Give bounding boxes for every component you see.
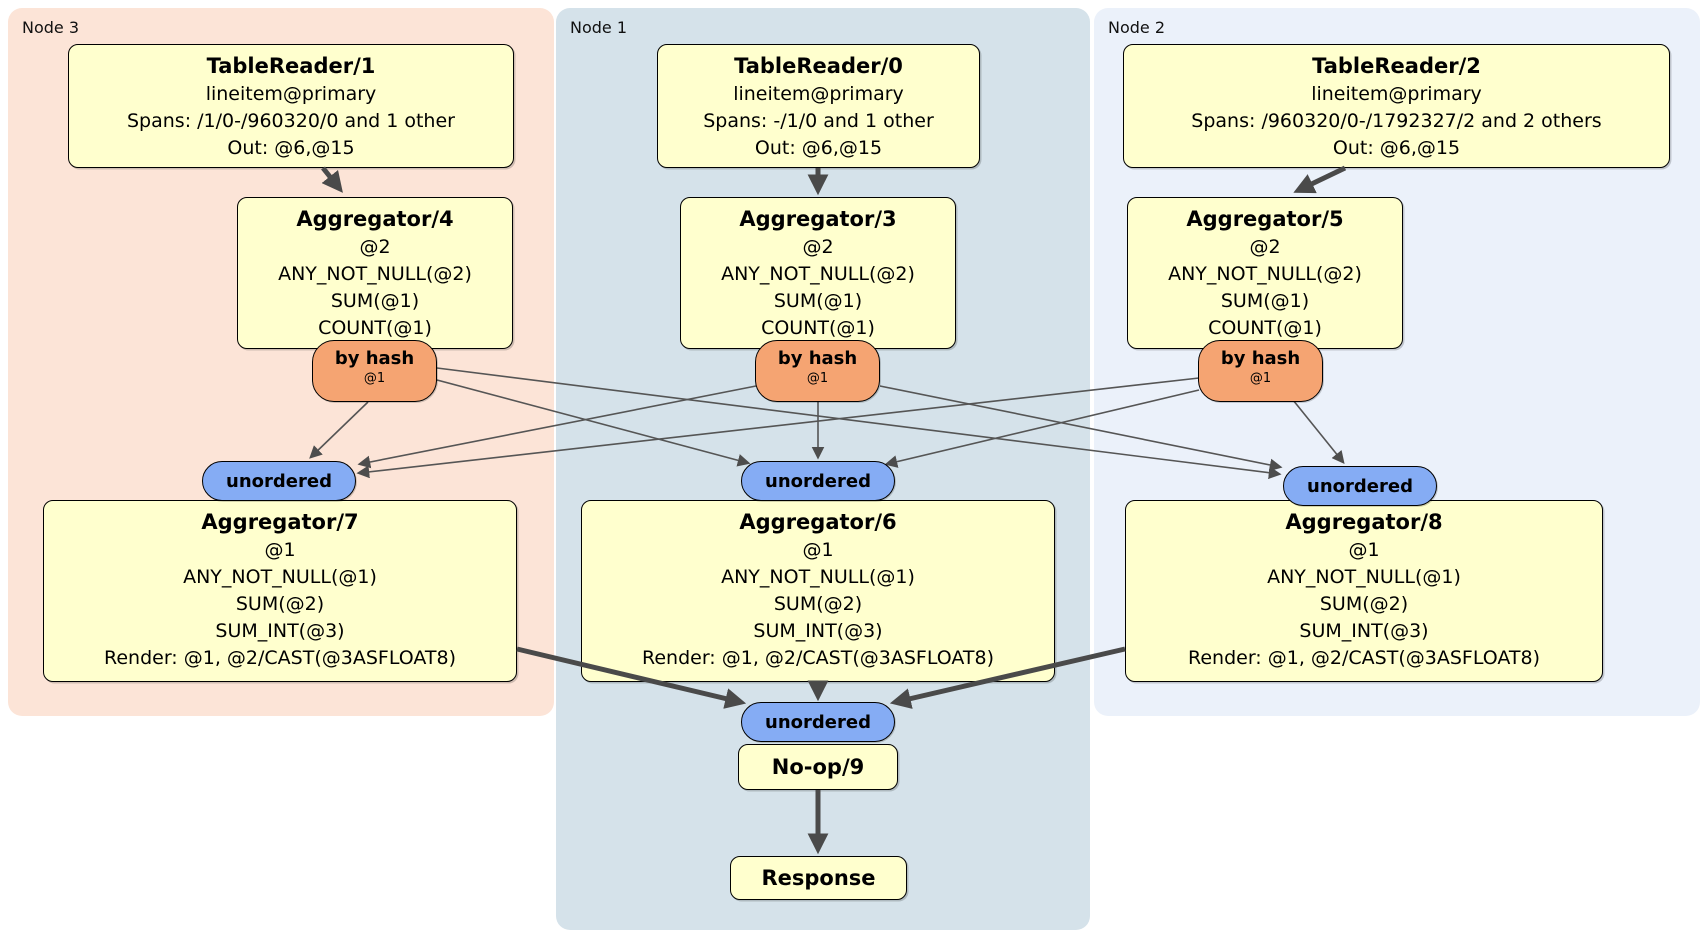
agg-group-cols: @1 — [264, 539, 296, 561]
processor-title: Aggregator/7 — [201, 510, 359, 534]
agg-fn: SUM_INT(@3) — [215, 620, 345, 642]
agg-fn: SUM(@2) — [1319, 593, 1409, 615]
processor-title: Response — [761, 866, 876, 890]
sync-unordered-node2: unordered — [1283, 466, 1437, 506]
processor-index: lineitem@primary — [1311, 83, 1482, 105]
processor-response: Response — [730, 856, 907, 900]
agg-fn: ANY_NOT_NULL(@1) — [1267, 566, 1461, 588]
router-hash-columns: @1 — [806, 371, 829, 386]
agg-fn: ANY_NOT_NULL(@2) — [721, 263, 915, 285]
agg-render: Render: @1, @2/CAST(@3ASFLOAT8) — [1188, 647, 1540, 669]
processor-title: No-op/9 — [771, 755, 865, 779]
processor-title: Aggregator/5 — [1186, 207, 1344, 231]
processor-title: TableReader/1 — [206, 54, 376, 78]
agg-group-cols: @1 — [802, 539, 834, 561]
sync-unordered-node3: unordered — [202, 461, 356, 501]
processor-title: Aggregator/3 — [739, 207, 897, 231]
sync-unordered-final: unordered — [741, 702, 895, 742]
processor-out: Out: @6,@15 — [754, 137, 883, 159]
agg-fn: SUM(@1) — [330, 290, 420, 312]
agg-group-cols: @2 — [802, 236, 834, 258]
processor-tablereader-0: TableReader/0 lineitem@primary Spans: -/… — [657, 44, 980, 168]
region-node-2-label: Node 2 — [1108, 18, 1166, 37]
processor-index: lineitem@primary — [205, 83, 377, 105]
processor-out: Out: @6,@15 — [227, 137, 355, 159]
processor-spans: Spans: /960320/0-/1792327/2 and 2 others — [1191, 110, 1602, 132]
processor-title: Aggregator/6 — [739, 510, 897, 534]
agg-fn: ANY_NOT_NULL(@1) — [183, 566, 377, 588]
processor-title: Aggregator/8 — [1285, 510, 1443, 534]
processor-title: TableReader/2 — [1312, 54, 1481, 78]
router-by-hash-node3: by hash @1 — [312, 340, 437, 402]
router-by-hash-node1: by hash @1 — [755, 340, 880, 402]
router-label: by hash — [777, 348, 858, 369]
agg-group-cols: @2 — [359, 236, 391, 258]
agg-render: Render: @1, @2/CAST(@3ASFLOAT8) — [642, 647, 994, 669]
processor-index: lineitem@primary — [733, 83, 904, 105]
processor-out: Out: @6,@15 — [1332, 137, 1461, 159]
agg-fn: ANY_NOT_NULL(@2) — [1168, 263, 1362, 285]
agg-fn: SUM(@2) — [235, 593, 325, 615]
router-label: by hash — [334, 348, 415, 369]
processor-spans: Spans: -/1/0 and 1 other — [703, 110, 934, 132]
agg-fn: SUM(@1) — [773, 290, 863, 312]
agg-fn: SUM(@2) — [773, 593, 863, 615]
sync-label: unordered — [765, 711, 871, 733]
router-by-hash-node2: by hash @1 — [1198, 340, 1323, 402]
processor-aggregator-7: Aggregator/7 @1 ANY_NOT_NULL(@1) SUM(@2)… — [43, 500, 517, 682]
region-node-3-label: Node 3 — [22, 18, 80, 37]
agg-fn: COUNT(@1) — [318, 317, 432, 339]
agg-fn: SUM_INT(@3) — [1299, 620, 1429, 642]
processor-title: Aggregator/4 — [296, 207, 454, 231]
processor-title: TableReader/0 — [734, 54, 903, 78]
processor-spans: Spans: /1/0-/960320/0 and 1 other — [127, 110, 455, 132]
sync-label: unordered — [1307, 475, 1413, 497]
router-label: by hash — [1220, 348, 1301, 369]
processor-aggregator-3: Aggregator/3 @2 ANY_NOT_NULL(@2) SUM(@1)… — [680, 197, 956, 349]
sync-label: unordered — [765, 470, 871, 492]
processor-tablereader-1: TableReader/1 lineitem@primary Spans: /1… — [68, 44, 514, 168]
processor-aggregator-8: Aggregator/8 @1 ANY_NOT_NULL(@1) SUM(@2)… — [1125, 500, 1603, 682]
agg-fn: ANY_NOT_NULL(@1) — [721, 566, 915, 588]
processor-aggregator-5: Aggregator/5 @2 ANY_NOT_NULL(@2) SUM(@1)… — [1127, 197, 1403, 349]
processor-aggregator-6: Aggregator/6 @1 ANY_NOT_NULL(@1) SUM(@2)… — [581, 500, 1055, 682]
router-hash-columns: @1 — [363, 371, 386, 386]
agg-fn: COUNT(@1) — [1208, 317, 1322, 339]
agg-group-cols: @1 — [1348, 539, 1380, 561]
processor-noop-9: No-op/9 — [738, 744, 898, 790]
agg-fn: SUM_INT(@3) — [753, 620, 883, 642]
processor-tablereader-2: TableReader/2 lineitem@primary Spans: /9… — [1123, 44, 1670, 168]
router-hash-columns: @1 — [1249, 371, 1272, 386]
agg-group-cols: @2 — [1249, 236, 1281, 258]
processor-aggregator-4: Aggregator/4 @2 ANY_NOT_NULL(@2) SUM(@1)… — [237, 197, 513, 349]
agg-fn: SUM(@1) — [1220, 290, 1310, 312]
agg-fn: ANY_NOT_NULL(@2) — [278, 263, 472, 285]
agg-fn: COUNT(@1) — [761, 317, 875, 339]
sync-label: unordered — [226, 470, 332, 492]
sync-unordered-node1: unordered — [741, 461, 895, 501]
region-node-1-label: Node 1 — [570, 18, 628, 37]
agg-render: Render: @1, @2/CAST(@3ASFLOAT8) — [104, 647, 456, 669]
